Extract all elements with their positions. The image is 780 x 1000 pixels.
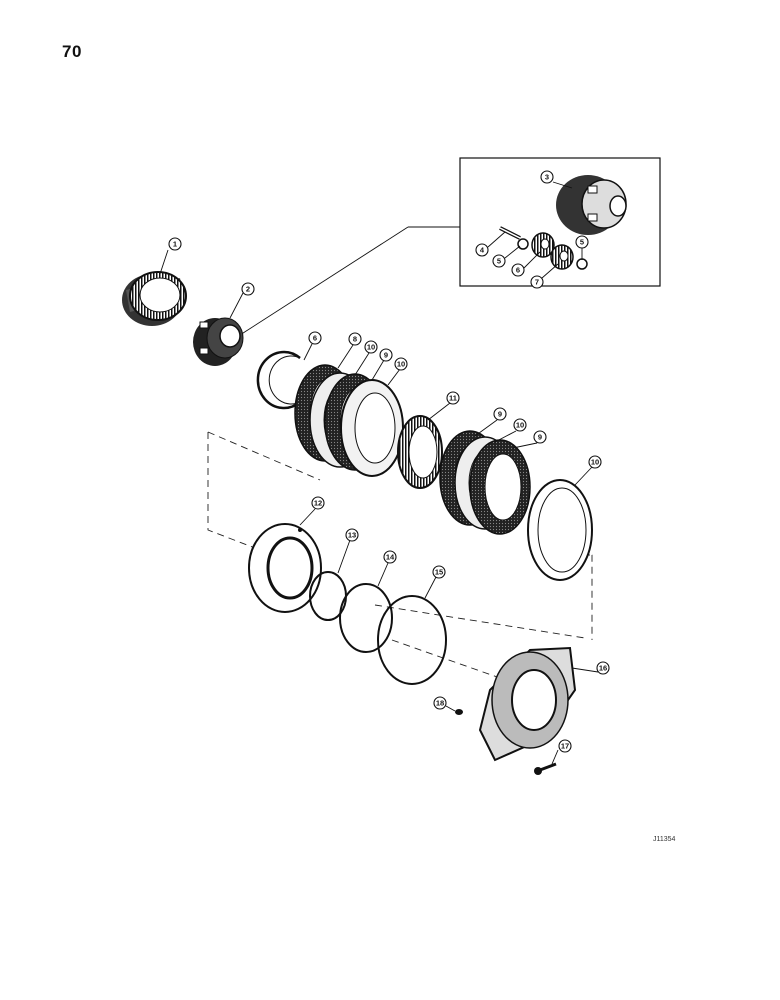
part-10-end-plate: [527, 479, 593, 581]
svg-text:5: 5: [497, 257, 501, 266]
svg-text:14: 14: [386, 553, 395, 562]
svg-text:5: 5: [580, 238, 584, 247]
page-number: 70: [62, 42, 82, 61]
callout-13: 13: [345, 528, 359, 542]
svg-text:1: 1: [173, 240, 177, 249]
callout-10-c: 10: [513, 418, 527, 432]
part-2-planet-carrier: [193, 317, 244, 366]
callout-9-c: 9: [533, 430, 547, 444]
part-12-piston: [248, 523, 322, 613]
inset-part-5-washers: [517, 238, 588, 270]
svg-text:3: 3: [545, 173, 549, 182]
svg-text:10: 10: [397, 360, 405, 369]
svg-text:6: 6: [313, 334, 317, 343]
svg-text:16: 16: [599, 664, 607, 673]
callout-1: 1: [168, 237, 182, 251]
inset-part-3-carrier: [556, 175, 627, 235]
svg-text:9: 9: [384, 351, 388, 360]
callout-16: 16: [596, 661, 610, 675]
callout-2: 2: [241, 282, 255, 296]
inset-part-4-pin: [499, 226, 521, 240]
part-17-bolt: [534, 762, 557, 775]
svg-text:15: 15: [435, 568, 443, 577]
callout-5-right: 5: [575, 235, 589, 249]
callout-14: 14: [383, 550, 397, 564]
callout-3: 3: [540, 170, 554, 184]
callout-6: 6: [511, 263, 525, 277]
callout-15: 15: [432, 565, 446, 579]
callout-10-b: 10: [394, 357, 408, 371]
callout-5-left: 5: [492, 254, 506, 268]
part-11-hub: [397, 415, 443, 489]
inset-leader-line: [239, 226, 409, 336]
callout-11: 11: [446, 391, 460, 405]
part-16-housing: [478, 646, 577, 762]
svg-text:17: 17: [561, 742, 569, 751]
callout-17: 17: [558, 739, 572, 753]
svg-text:4: 4: [480, 246, 485, 255]
callout-9-a: 9: [379, 348, 393, 362]
svg-text:7: 7: [535, 278, 539, 287]
svg-text:9: 9: [498, 410, 502, 419]
svg-text:8: 8: [353, 335, 357, 344]
part-14-o-ring: [339, 583, 393, 653]
callout-8-a: 8: [348, 332, 362, 346]
svg-text:10: 10: [367, 343, 375, 352]
part-15-o-ring: [377, 595, 447, 685]
callout-9-b: 9: [493, 407, 507, 421]
part-18-plug: [455, 709, 463, 715]
svg-text:11: 11: [449, 394, 457, 403]
callout-18: 18: [433, 696, 447, 710]
svg-text:10: 10: [516, 421, 524, 430]
part-1-ring-gear: [122, 271, 187, 326]
callout-4: 4: [475, 243, 489, 257]
callout-10-a: 10: [364, 340, 378, 354]
part-6-snap-ring: [256, 350, 301, 410]
inset-part-6-7-pinion-gears: [531, 232, 574, 270]
callout-7: 7: [530, 275, 544, 289]
clutch-pack-rear: [439, 430, 531, 535]
svg-text:10: 10: [591, 458, 599, 467]
svg-text:12: 12: [314, 499, 322, 508]
callout-leaders: [159, 181, 599, 765]
callout-10-d: 10: [588, 455, 602, 469]
svg-text:18: 18: [436, 699, 444, 708]
inset-detail-box: [459, 157, 661, 287]
svg-text:13: 13: [348, 531, 356, 540]
figure-code: J11354: [653, 836, 676, 843]
callout-6-snap-ring: 6: [308, 331, 322, 345]
callout-12: 12: [311, 496, 325, 510]
svg-text:9: 9: [538, 433, 542, 442]
svg-text:6: 6: [516, 266, 520, 275]
clutch-pack-front: [294, 364, 404, 477]
svg-text:2: 2: [246, 285, 250, 294]
